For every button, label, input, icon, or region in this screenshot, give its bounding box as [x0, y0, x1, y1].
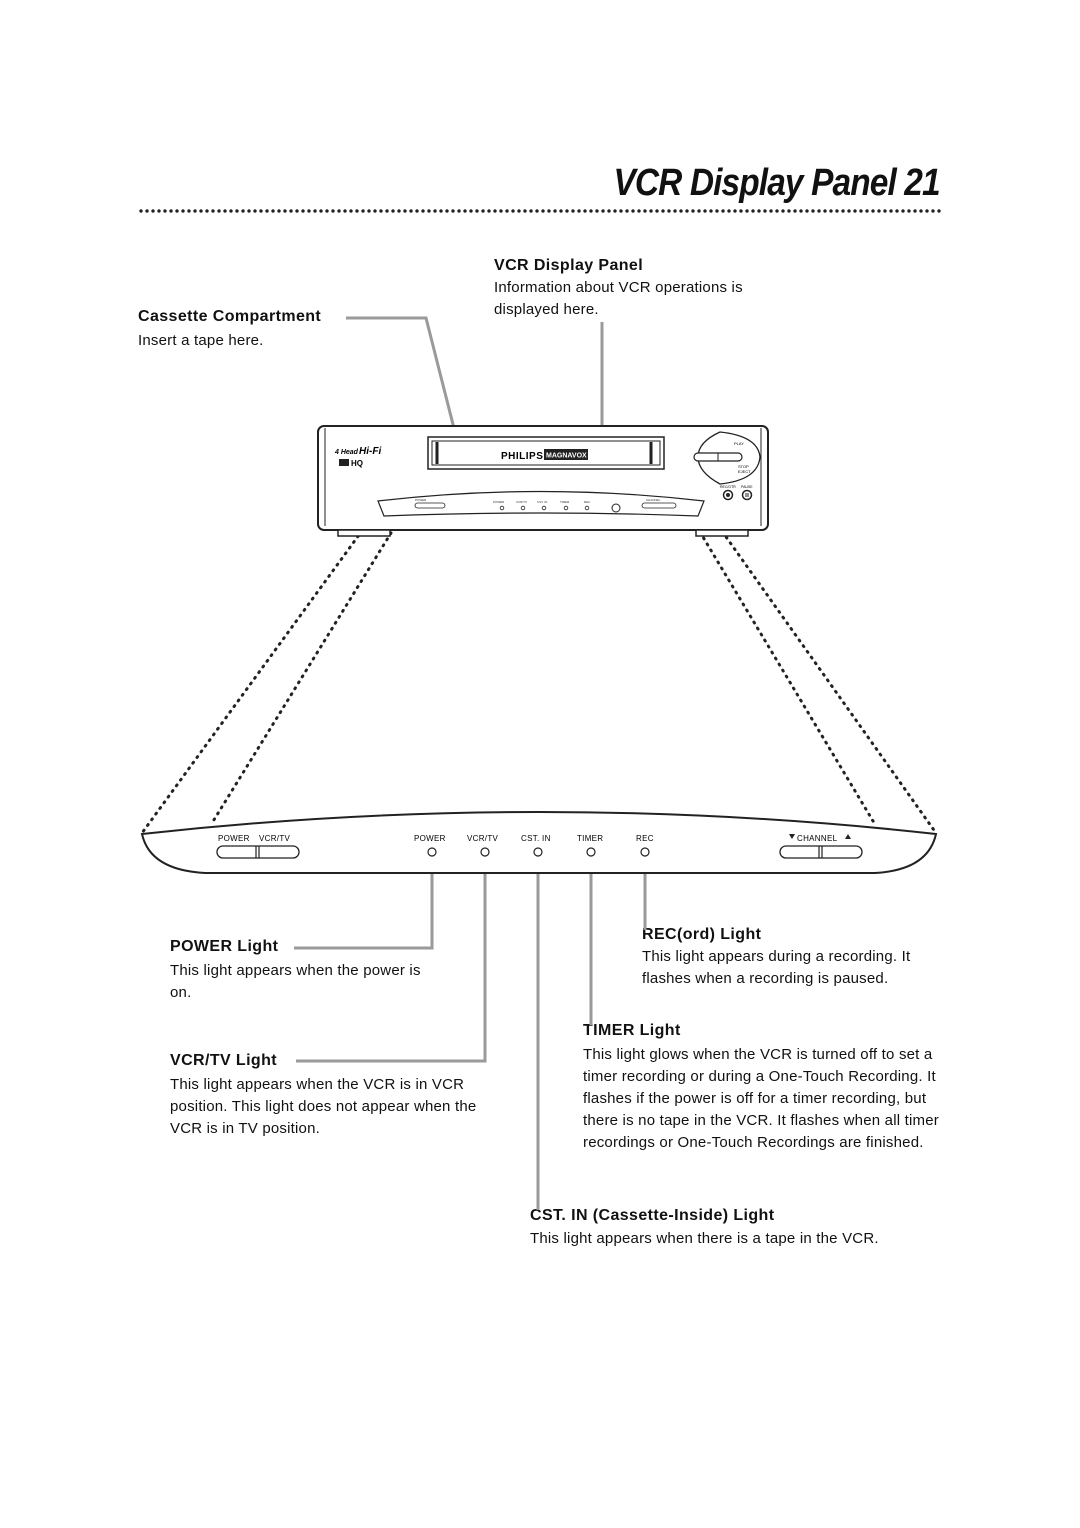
record-light-description: This light appears during a recording. I… [642, 948, 911, 987]
indicator-label-timer: TIMER [577, 834, 603, 843]
mini-power-label: POWER [415, 498, 427, 502]
power-light-heading: POWER Light [170, 938, 279, 955]
display-panel-enlarged: POWER VCR/TV POWER VCR/TV CST. IN TIMER … [140, 811, 938, 874]
vhs-logo [339, 459, 349, 466]
cassette-leader [346, 316, 462, 453]
pause-button [741, 489, 753, 501]
mini-display-panel [377, 490, 705, 517]
power-light-description: This light appears when the power is on. [170, 962, 421, 1001]
hifi-logo: Hi-Fi [359, 446, 381, 457]
cst-in-light [533, 847, 543, 857]
hq-logo: HQ [351, 459, 363, 468]
mini-channel-label: CHANNEL [646, 498, 661, 502]
power-light [427, 847, 437, 857]
eject-label: EJECT [738, 469, 751, 474]
power-button-label: POWER [218, 834, 250, 843]
stop-label: STOP [738, 464, 749, 469]
power-vcrtv-button [216, 845, 300, 859]
mini-indicator-label-timer: TIMER [560, 500, 570, 504]
magnavox-logo: MAGNAVOX [546, 453, 587, 460]
cst-in-light-heading: CST. IN (Cassette-Inside) Light [530, 1207, 775, 1224]
channel-down-icon [789, 834, 795, 839]
indicator-label-cst-in: CST. IN [521, 834, 551, 843]
pause-label: PAUSE [741, 485, 753, 489]
channel-label: CHANNEL [797, 834, 838, 843]
indicator-label-vcrtv: VCR/TV [467, 834, 498, 843]
four-head-logo: 4 Head [334, 449, 359, 456]
mini-indicator-label-rec: REC [584, 500, 591, 504]
vcrtv-button-label: VCR/TV [259, 834, 290, 843]
cassette-slot [427, 436, 665, 470]
display-panel-description: Information about VCR operations is disp… [494, 279, 743, 318]
power-leader [294, 852, 434, 950]
channel-up-icon [845, 834, 851, 839]
timer-light [586, 847, 596, 857]
timer-light-heading: TIMER Light [583, 1022, 681, 1039]
indicator-label-rec: REC [636, 834, 654, 843]
cassette-description: Insert a tape here. [138, 332, 264, 349]
rec-otr-label: REC/OTR [720, 485, 736, 489]
magnavox-logo-box [544, 449, 588, 460]
mini-indicator-label-cstin: CST. IN [537, 500, 547, 504]
cst-in-light-description: This light appears when there is a tape … [530, 1230, 879, 1247]
rec-light [640, 847, 650, 857]
display-panel-outline [140, 811, 938, 874]
philips-logo: PHILIPS [501, 451, 543, 462]
vcrtv-light-description: This light appears when the VCR is in VC… [170, 1076, 477, 1137]
leader-lines [294, 316, 647, 1210]
display-panel-heading: VCR Display Panel [494, 257, 644, 274]
mini-indicator-label-vcrtv: VCR/TV [516, 500, 527, 504]
vcrtv-leader [296, 852, 487, 1063]
dotted-divider [138, 208, 942, 214]
timer-light-description: This light glows when the VCR is turned … [583, 1046, 939, 1151]
record-light-heading: REC(ord) Light [642, 926, 762, 943]
vcrtv-light-heading: VCR/TV Light [170, 1052, 278, 1069]
zoom-guides [140, 500, 938, 835]
play-label: PLAY [734, 441, 744, 446]
indicator-label-power: POWER [414, 834, 446, 843]
page-title: VCR Display Panel 21 [613, 162, 941, 204]
mini-indicator-label-power: POWER [493, 500, 505, 504]
cassette-heading: Cassette Compartment [138, 308, 322, 325]
vcr-unit: 4 Head Hi-Fi HQ PHILIPS MAGNAVOX PLAY ST… [317, 425, 769, 537]
remote-sensor [611, 503, 621, 513]
channel-button [779, 845, 863, 859]
vcrtv-light [480, 847, 490, 857]
